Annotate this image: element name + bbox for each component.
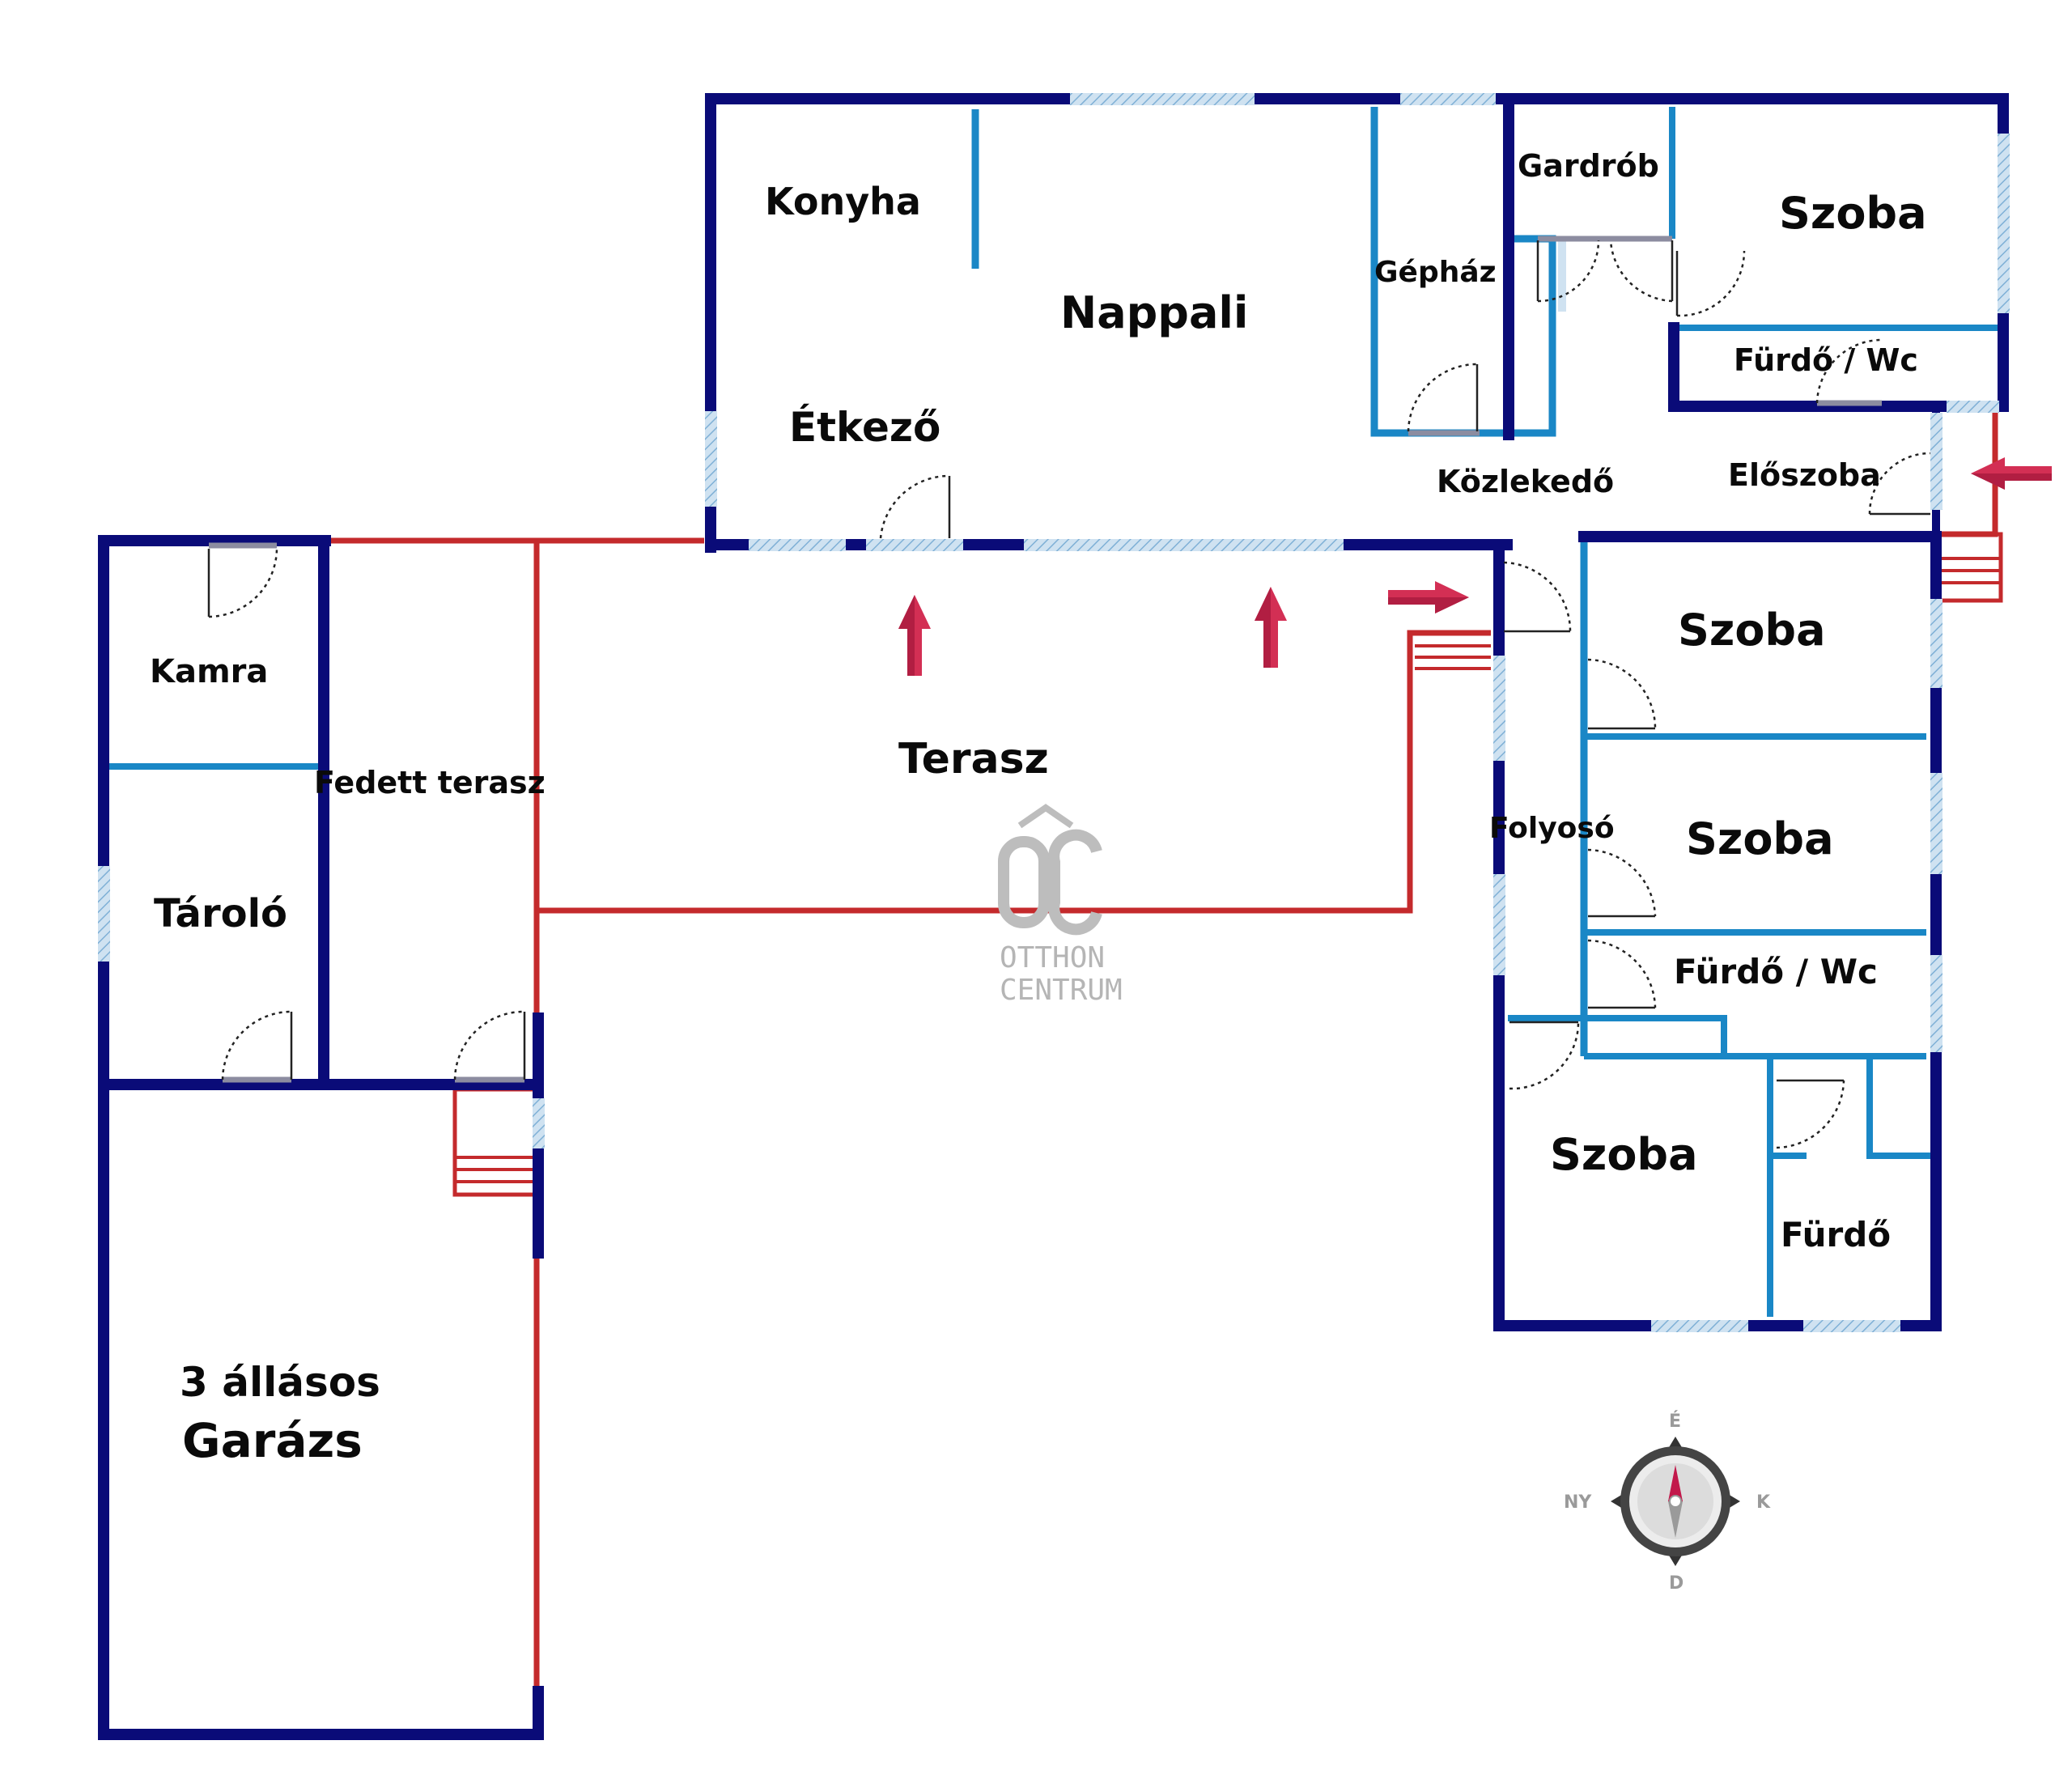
room-label-furdo: Fürdő (1781, 1215, 1891, 1254)
window (1070, 93, 1255, 105)
inner-walls (109, 107, 1999, 1317)
window (1947, 401, 1999, 413)
room-label-furdo-wc-mid: Fürdő / Wc (1674, 952, 1878, 991)
room-label-szoba-mid1: Szoba (1678, 605, 1826, 656)
window (1930, 773, 1942, 874)
room-label-gephaz: Gépház (1374, 256, 1497, 289)
window (1930, 599, 1942, 688)
room-label-kozlekedo: Közlekedő (1437, 464, 1614, 499)
compass-north: É (1669, 1411, 1681, 1432)
arrow-left-icon (1971, 457, 2052, 490)
room-label-fedett-terasz: Fedett terasz (314, 765, 546, 800)
room-label-folyoso: Folyosó (1489, 812, 1615, 845)
window (705, 411, 717, 507)
room-label-terasz: Terasz (898, 735, 1049, 783)
watermark-line2: CENTRUM (1000, 974, 1123, 1007)
room-labels: Konyha Nappali Étkező Gépház Gardrób Szo… (150, 148, 1927, 1468)
doors (207, 236, 1931, 1149)
room-label-garazs-line2: Garázs (182, 1413, 363, 1468)
oc-logo-icon (1017, 804, 1074, 829)
window (1998, 134, 2010, 313)
room-label-konyha: Konyha (765, 180, 921, 223)
room-label-nappali: Nappali (1060, 287, 1248, 338)
terrace-outline (328, 413, 2003, 1726)
window (1493, 656, 1505, 761)
entrance-arrows (898, 457, 2052, 676)
room-label-gardrob: Gardrób (1518, 148, 1659, 184)
compass-needle-north-icon (1668, 1465, 1683, 1501)
windows (98, 93, 2010, 1332)
window (1024, 539, 1344, 551)
window (533, 1098, 545, 1148)
compass-south: D (1669, 1573, 1684, 1594)
compass-west: NY (1564, 1492, 1592, 1513)
arrow-up-icon (1255, 587, 1287, 668)
window (866, 539, 963, 551)
arrow-right-icon (1388, 581, 1469, 613)
window (1651, 1320, 1748, 1332)
window (749, 539, 846, 551)
window (98, 866, 110, 962)
arrow-up-icon (898, 595, 931, 676)
window (1930, 955, 1942, 1052)
window (1558, 239, 1566, 312)
room-label-szoba-top: Szoba (1779, 188, 1927, 239)
compass-east: K (1756, 1492, 1771, 1513)
compass-rose: É K D NY (1564, 1411, 1771, 1594)
room-label-tarolo: Tároló (154, 891, 287, 936)
room-label-etkezo: Étkező (789, 403, 940, 451)
room-label-furdo-wc-top: Fürdő / Wc (1734, 342, 1918, 378)
otthon-centrum-watermark: OTTHON CENTRUM (998, 804, 1123, 1007)
compass-needle-south-icon (1668, 1501, 1683, 1538)
room-label-garazs-line1: 3 állásos (180, 1359, 380, 1406)
window (1400, 93, 1496, 105)
window (1930, 413, 1942, 510)
room-label-szoba-bottom: Szoba (1550, 1129, 1698, 1180)
room-label-szoba-mid2: Szoba (1686, 813, 1834, 864)
room-label-kamra: Kamra (150, 653, 268, 690)
window (1493, 874, 1505, 975)
room-label-eloszoba: Előszoba (1728, 457, 1881, 493)
window (1803, 1320, 1900, 1332)
watermark-line1: OTTHON (1000, 941, 1105, 974)
